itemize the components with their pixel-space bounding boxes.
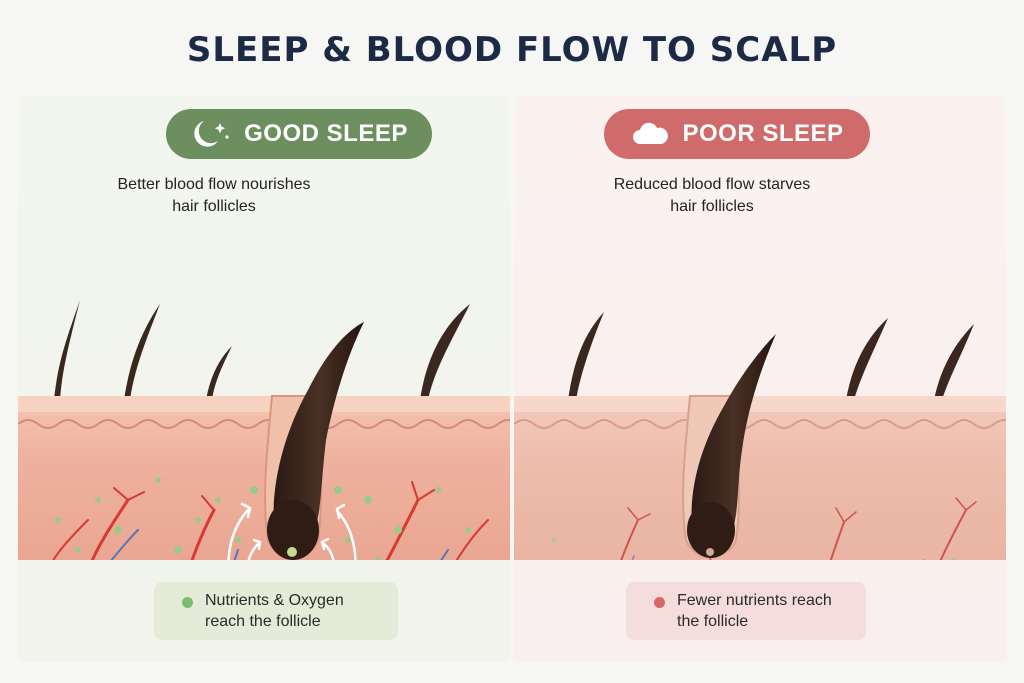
main-hair-shaft [273, 322, 364, 540]
legend-line: reach the follicle [205, 613, 321, 630]
legend-line: Nutrients & Oxygen [205, 592, 344, 609]
nutrient-particles [551, 537, 957, 560]
hair-strand [568, 312, 604, 400]
caption-line: Reduced blood flow starves [613, 176, 811, 193]
reduced-nutrient-dot-icon [654, 597, 665, 608]
poor-sleep-legend: Fewer nutrients reach the follicle [626, 582, 866, 640]
artery-network [620, 497, 977, 560]
good-sleep-label: GOOD SLEEP [244, 120, 408, 147]
scalp-cross-section-good [18, 300, 510, 560]
vein-network [110, 529, 449, 560]
good-sleep-badge: GOOD SLEEP [166, 109, 432, 159]
caption-line: hair follicles [670, 198, 754, 215]
poor-sleep-caption: Reduced blood flow starves hair follicle… [514, 174, 958, 218]
legend-line: Fewer nutrients reach [677, 592, 832, 609]
hair-strand [124, 304, 160, 400]
legend-line: the follicle [677, 613, 749, 630]
hair-bulb [267, 500, 319, 560]
poor-sleep-label: POOR SLEEP [682, 120, 844, 147]
page-title: SLEEP & BLOOD FLOW TO SCALP [186, 30, 838, 70]
poor-sleep-panel: POOR SLEEP Reduced blood flow starves ha… [514, 96, 1006, 662]
good-sleep-caption: Better blood flow nourishes hair follicl… [18, 174, 460, 218]
hair-strand [54, 300, 80, 400]
nutrient-dot-icon [182, 597, 193, 608]
caption-line: Better blood flow nourishes [117, 176, 311, 193]
nutrient-particles [55, 477, 471, 560]
hair-strand [934, 324, 974, 400]
caption-line: hair follicles [172, 198, 256, 215]
poor-sleep-badge: POOR SLEEP [604, 109, 870, 159]
moon-stars-icon [194, 121, 229, 147]
scalp-cross-section-poor [514, 312, 1006, 560]
artery-network [52, 481, 489, 560]
flow-arrows [227, 502, 357, 560]
hair-strand [846, 318, 888, 400]
cloud-icon [633, 122, 669, 144]
hair-strand [420, 304, 470, 400]
good-sleep-panel: GOOD SLEEP Better blood flow nourishes h… [18, 96, 510, 662]
hair-strand [206, 346, 232, 400]
main-hair-shaft [691, 334, 776, 540]
good-sleep-legend: Nutrients & Oxygen reach the follicle [154, 582, 398, 640]
hair-bulb [687, 502, 735, 558]
